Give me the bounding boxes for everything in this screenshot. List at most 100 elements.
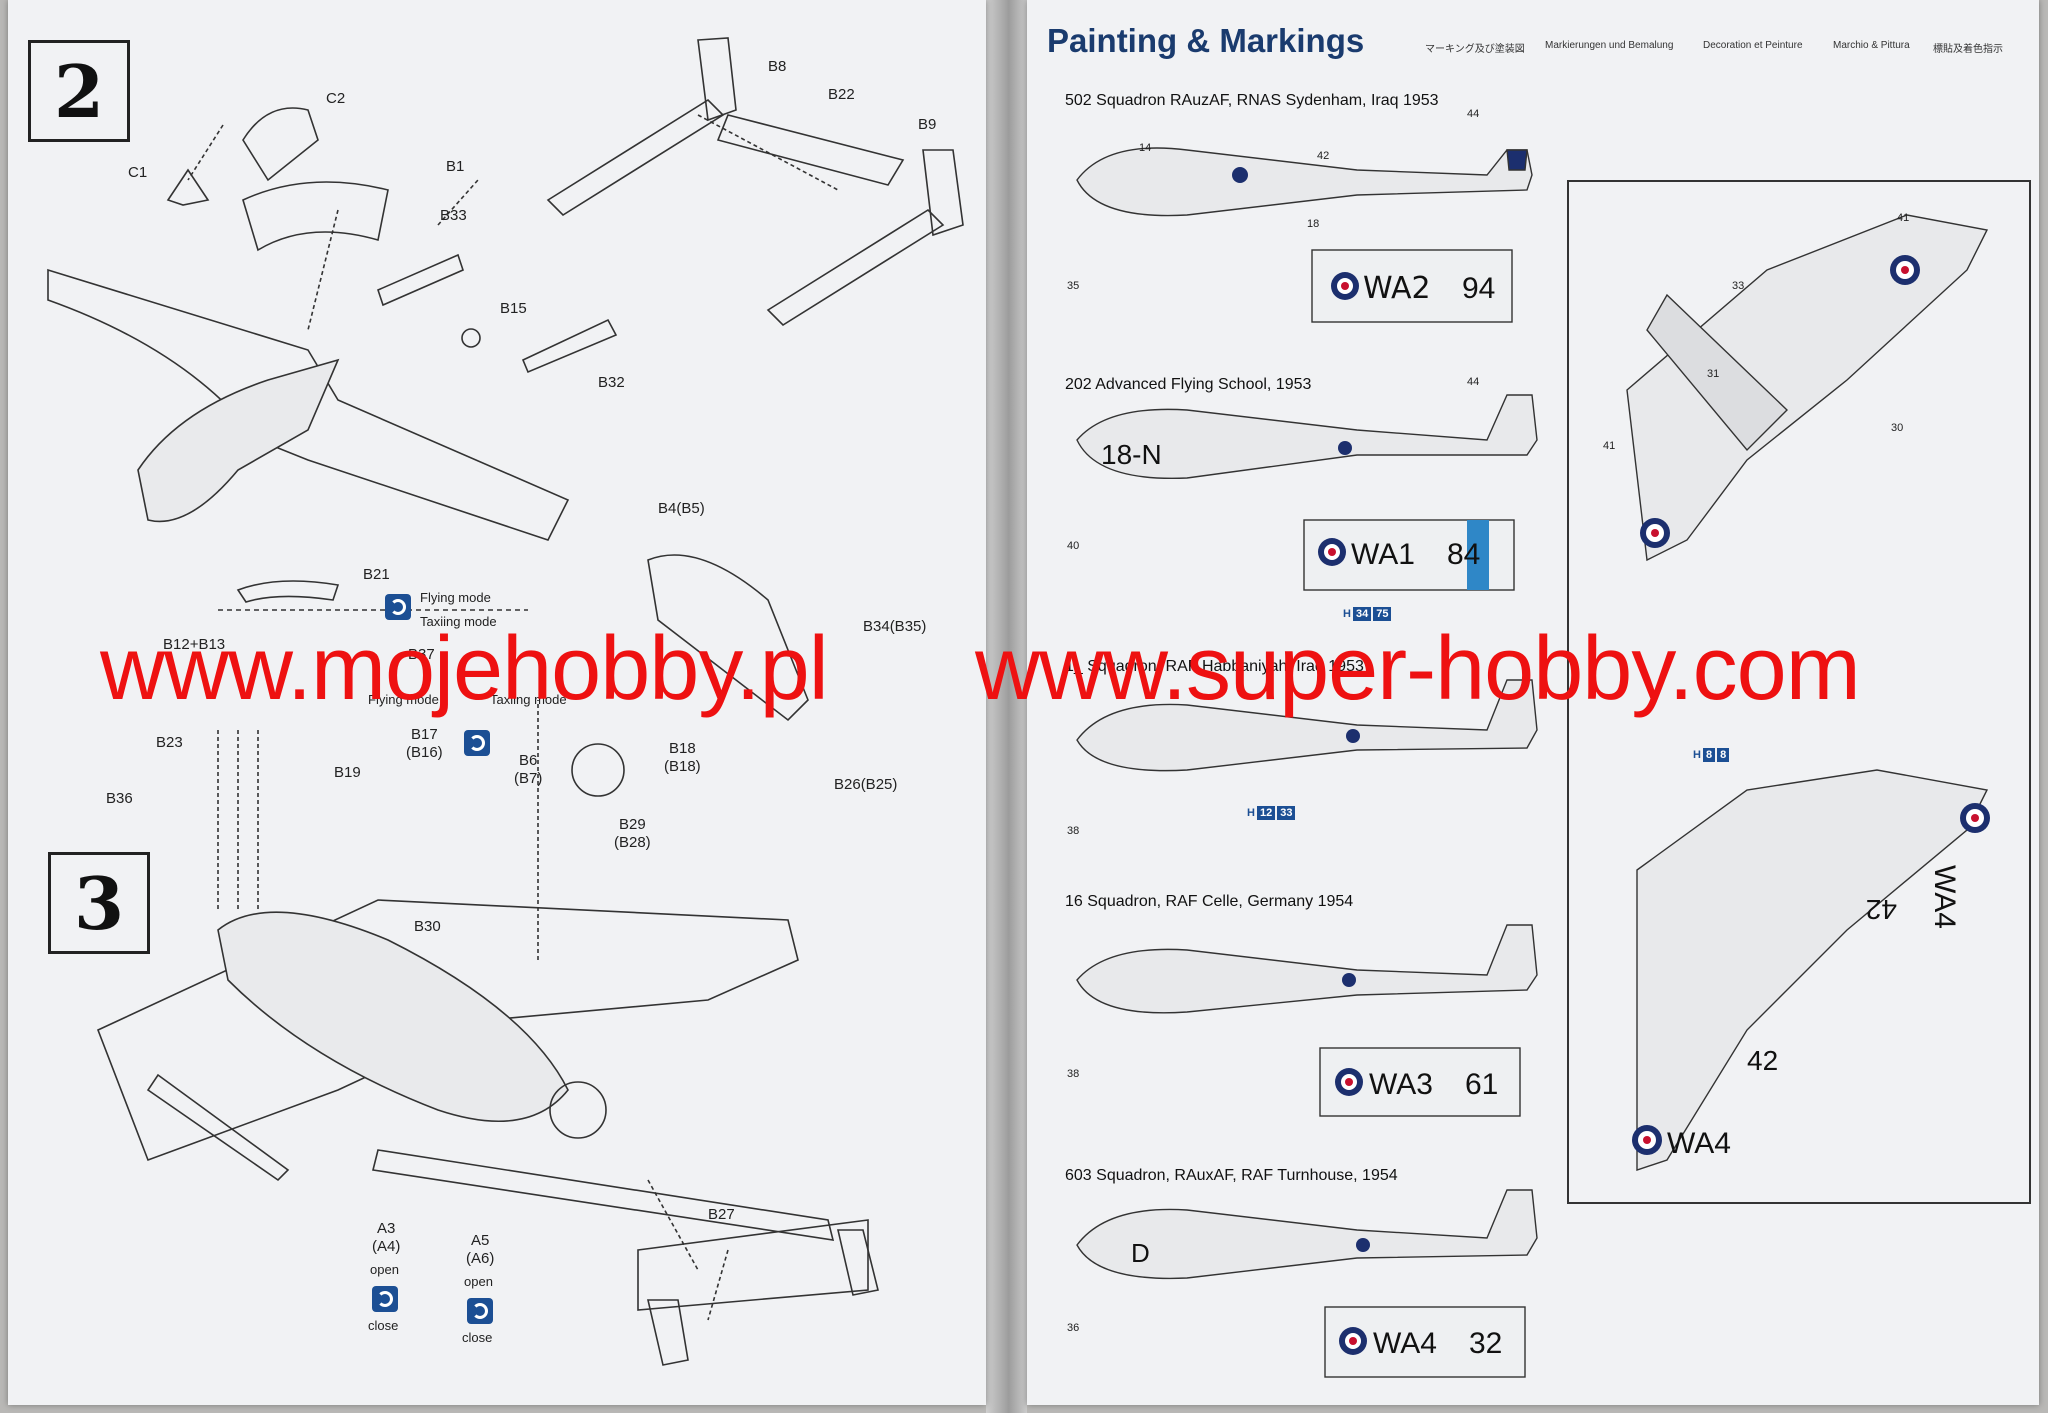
step2-fuselage bbox=[137, 358, 340, 523]
scheme-1-code: WA2 bbox=[1363, 271, 1431, 306]
scheme-3-paint-code: H 12 33 bbox=[1247, 806, 1296, 820]
step3-right-boom bbox=[372, 1149, 835, 1241]
label-taxiing-mode-2: Taxiing mode bbox=[490, 692, 567, 707]
callout: 40 bbox=[1067, 540, 1080, 552]
lang-de: Markierungen und Bemalung bbox=[1545, 40, 1674, 51]
label-flying-mode: Flying mode bbox=[420, 590, 491, 605]
label-b29: B29 (B28) bbox=[614, 816, 651, 851]
mode-switch-icon-2 bbox=[464, 730, 490, 756]
label-b1: B1 bbox=[446, 158, 465, 175]
markings-page: Painting & Markings マーキング及び塗装図 Markierun… bbox=[1027, 0, 2039, 1405]
step3-wing bbox=[96, 899, 799, 1162]
step3-gear-door-b21 bbox=[236, 580, 340, 603]
scheme-4-code: WA3 bbox=[1369, 1068, 1433, 1101]
label-open: open bbox=[370, 1262, 399, 1277]
step3-left-boom bbox=[146, 1073, 290, 1182]
step2-lower-fin bbox=[922, 149, 964, 237]
label-b19: B19 bbox=[334, 764, 361, 781]
callout: 41 bbox=[1603, 440, 1616, 452]
callout: 38 bbox=[1067, 825, 1080, 837]
label-b23: B23 bbox=[156, 734, 183, 751]
step2-lower-boom bbox=[766, 208, 945, 327]
callout: 14 bbox=[1139, 142, 1152, 154]
label-b30: B30 bbox=[414, 918, 441, 935]
step3-drop-tank bbox=[647, 554, 809, 722]
step2-nose-b33 bbox=[377, 253, 464, 307]
open-close-icon-2 bbox=[467, 1298, 493, 1324]
topview-lower-code: WA4 bbox=[1667, 1127, 1731, 1160]
label-b37: B37 bbox=[408, 646, 435, 663]
page-title: Painting & Markings bbox=[1047, 22, 1365, 59]
label-b18: B18 (B18) bbox=[664, 740, 701, 775]
topview-paint-code: H 8 8 bbox=[1693, 748, 1730, 762]
scheme-5-side-code: D bbox=[1131, 1238, 1150, 1268]
label-b12: B12+B13 bbox=[163, 636, 226, 653]
callout: 35 bbox=[1067, 280, 1080, 292]
topview-upper-number: 42 bbox=[1866, 894, 1897, 925]
scheme-2-paint-code: H 34 75 bbox=[1343, 607, 1392, 621]
lang-cn: 標貼及着色指示 bbox=[1933, 44, 2003, 55]
open-close-icon bbox=[372, 1286, 398, 1312]
step2-engine-cover-b1 bbox=[242, 181, 389, 252]
step-number-3: 3 bbox=[48, 852, 150, 954]
scheme-4-profile: WA3 61 bbox=[1076, 924, 1538, 1117]
label-flying-mode-2: Flying mode bbox=[368, 692, 439, 707]
topview-lower: WA4 42 WA4 42 bbox=[1632, 769, 1990, 1171]
step2-canopy-c2 bbox=[242, 107, 319, 182]
callout: 18 bbox=[1307, 218, 1320, 230]
label-b33: B33 bbox=[440, 207, 467, 224]
topview-upper bbox=[1626, 214, 1989, 562]
watermark-left: www.mojehobby.pl bbox=[100, 619, 829, 719]
label-b6: B6 (B7) bbox=[514, 752, 543, 787]
callout: 38 bbox=[1067, 1068, 1080, 1080]
step2-nose-b32 bbox=[521, 318, 618, 374]
step3-fin-a bbox=[646, 1299, 689, 1366]
step-number-2: 2 bbox=[28, 40, 130, 142]
label-open-2: open bbox=[464, 1274, 493, 1289]
label-a3: A3 (A4) bbox=[372, 1220, 401, 1255]
assembly-page: 2 3 C2 C1 B1 B33 B15 B32 B8 B bbox=[8, 0, 986, 1405]
label-b26: B26(B25) bbox=[834, 776, 898, 793]
callout: 44 bbox=[1467, 376, 1480, 388]
step3-tail bbox=[637, 1219, 869, 1311]
scheme-3-label: 1_ Squadron, RAF Habbaniyah, Iraq 1953 bbox=[1065, 658, 1364, 675]
step2-upper-boom bbox=[546, 98, 725, 217]
label-b32: B32 bbox=[598, 374, 625, 391]
step3-fuselage bbox=[217, 911, 569, 1123]
mode-switch-icon bbox=[385, 594, 411, 620]
watermark-right: www.super-hobby.com bbox=[975, 619, 1861, 719]
label-b15: B15 bbox=[500, 300, 527, 317]
label-close-2: close bbox=[462, 1330, 493, 1345]
scheme-4-number: 61 bbox=[1465, 1068, 1498, 1101]
callout: 41 bbox=[1897, 212, 1910, 224]
label-b17: B17 (B16) bbox=[406, 726, 443, 761]
label-b9: B9 bbox=[918, 116, 937, 133]
callout: 30 bbox=[1891, 422, 1904, 434]
label-b36: B36 bbox=[106, 790, 133, 807]
step2-windscreen-c1 bbox=[166, 168, 210, 206]
scheme-1-number: 94 bbox=[1462, 272, 1495, 305]
topview-frame bbox=[1567, 180, 2031, 1204]
step3-intake bbox=[549, 1081, 607, 1139]
scheme-3-profile bbox=[1076, 679, 1538, 772]
scheme-4-label: 16 Squadron, RAF Celle, Germany 1954 bbox=[1065, 893, 1354, 910]
scheme-5-number: 32 bbox=[1469, 1327, 1502, 1360]
label-b21: B21 bbox=[363, 566, 390, 583]
step2-upper-fin bbox=[697, 37, 737, 122]
step2-part-b15 bbox=[461, 328, 481, 348]
step3-wheel-b18 bbox=[571, 743, 625, 797]
scheme-1-profile: WA2 94 bbox=[1076, 147, 1533, 323]
label-b27: B27 bbox=[708, 1206, 735, 1223]
label-a5: A5 (A6) bbox=[466, 1232, 495, 1267]
label-b4: B4(B5) bbox=[658, 500, 705, 517]
callout: 42 bbox=[1317, 150, 1330, 162]
scheme-2-side-code: 18-N bbox=[1101, 439, 1162, 470]
label-c1: C1 bbox=[128, 164, 148, 181]
callout: 33 bbox=[1732, 280, 1745, 292]
callout: 36 bbox=[1067, 1322, 1080, 1334]
scheme-1-label: 502 Squadron RAuzAF, RNAS Sydenham, Iraq… bbox=[1065, 92, 1439, 109]
label-b22: B22 bbox=[828, 86, 855, 103]
callout: 31 bbox=[1707, 368, 1720, 380]
markings-diagram: WA2 94 WA1 84 18-N WA3 61 bbox=[1076, 147, 1990, 1378]
lang-jp: マーキング及び塗装図 bbox=[1425, 44, 1525, 55]
